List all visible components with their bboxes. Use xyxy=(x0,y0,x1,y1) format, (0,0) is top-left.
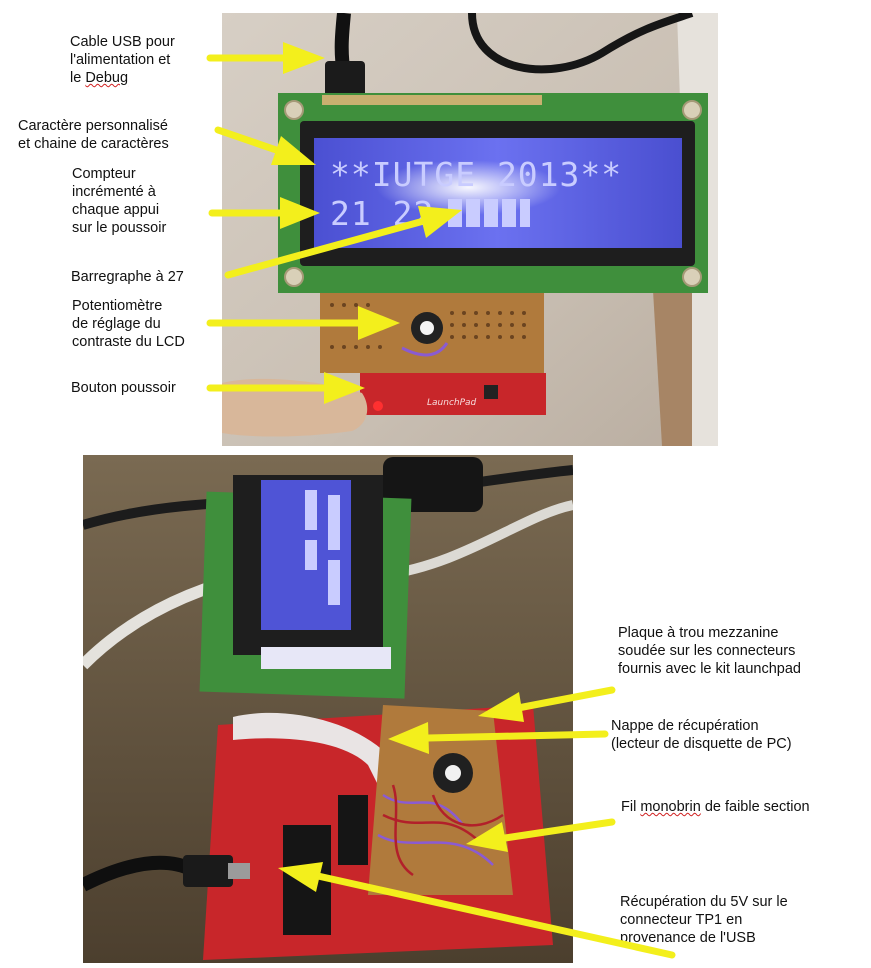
pcb-hole xyxy=(682,100,702,120)
label-word: Fil xyxy=(621,799,641,815)
arrow-caractere xyxy=(214,126,286,156)
lcd-backlight-strip xyxy=(261,647,391,669)
pcb-hole xyxy=(284,100,304,120)
label-bouton: Bouton poussoir xyxy=(71,379,176,397)
arrow-head xyxy=(418,206,462,238)
label-fil: Fil monobrin de faible section xyxy=(621,798,810,816)
arrow-nappe xyxy=(424,730,609,742)
label-line: Nappe de récupération xyxy=(611,718,759,734)
camera-flash xyxy=(314,138,682,248)
top-photo-scene: **IUTGE 2013** 21 22 LaunchPad xyxy=(222,13,718,446)
white-cable-right xyxy=(382,500,573,580)
arrow-head xyxy=(478,692,524,722)
black-cable-loop xyxy=(468,13,694,74)
label-recuperation: Récupération du 5V sur le connecteur TP1… xyxy=(620,893,788,947)
label-plaque: Plaque à trou mezzanine soudée sur les c… xyxy=(618,624,801,678)
usb-connector xyxy=(228,863,250,879)
arrow-head xyxy=(280,197,320,229)
potentiometer-knob xyxy=(420,321,434,335)
label-word: le xyxy=(70,70,86,86)
label-line: contraste du LCD xyxy=(72,334,185,350)
perfboard xyxy=(368,705,513,895)
usb-plug xyxy=(325,61,365,97)
arrow-head xyxy=(324,372,365,404)
arrow-head xyxy=(466,822,508,852)
arrow-head xyxy=(388,722,429,754)
label-line: chaque appui xyxy=(72,202,160,218)
pcb-hole xyxy=(284,267,304,287)
label-line: provenance de l'USB xyxy=(620,930,756,946)
label-line: le Debug xyxy=(70,69,175,87)
label-word: de faible section xyxy=(700,799,810,815)
ribbon-cable xyxy=(233,712,403,795)
header-pins xyxy=(322,95,542,105)
arrow-barregraphe xyxy=(224,218,424,279)
label-line: (lecteur de disquette de PC) xyxy=(611,736,792,752)
label-barregraphe: Barregraphe à 27 xyxy=(71,268,184,286)
lcd-line-1: **IUTGE 2013** xyxy=(330,155,622,194)
arrow-head xyxy=(358,306,400,340)
label-line: Potentiomètre xyxy=(72,298,163,314)
label-line: Bouton poussoir xyxy=(71,380,176,396)
label-nappe: Nappe de récupération (lecteur de disque… xyxy=(611,717,792,753)
label-line: Caractère personnalisé xyxy=(18,118,168,134)
wood-bracket xyxy=(652,263,692,446)
red-led xyxy=(373,401,383,411)
label-line: Compteur xyxy=(72,166,136,182)
arrow-head xyxy=(271,136,316,165)
header-connector xyxy=(338,795,368,865)
perfboard-holes xyxy=(330,303,526,349)
label-line: sur le poussoir xyxy=(72,220,167,236)
label-compteur: Compteur incrémenté à chaque appui sur l… xyxy=(72,165,166,237)
arrow-fil xyxy=(501,818,616,842)
label-line: Récupération du 5V sur le xyxy=(620,894,788,910)
lcd-rotated-text xyxy=(305,490,340,605)
potentiometer-knob xyxy=(445,765,461,781)
label-line: Cable USB pour xyxy=(70,34,175,50)
label-potentiometre: Potentiomètre de réglage du contraste du… xyxy=(72,297,185,351)
arrow-recuperation xyxy=(314,872,676,959)
ferrite-core xyxy=(383,457,483,512)
label-word-debug: Debug xyxy=(85,70,129,86)
label-line: connecteur TP1 en xyxy=(620,912,743,928)
usb-plug xyxy=(183,855,233,887)
top-photo: **IUTGE 2013** 21 22 LaunchPad xyxy=(222,13,718,446)
label-line: de réglage du xyxy=(72,316,161,332)
label-line: l'alimentation et xyxy=(70,52,171,68)
label-line: incrémenté à xyxy=(72,184,156,200)
pcb-hole xyxy=(682,267,702,287)
arrow-head xyxy=(283,42,325,74)
launchpad-brand: LaunchPad xyxy=(427,398,477,408)
arrow-head xyxy=(278,862,323,892)
label-line: fournis avec le kit launchpad xyxy=(618,661,801,677)
label-cable-usb: Cable USB pour l'alimentation et le Debu… xyxy=(70,33,175,87)
label-line: Barregraphe à 27 xyxy=(71,269,184,285)
label-line: soudée sur les connecteurs xyxy=(618,643,796,659)
purple-wire xyxy=(401,342,449,357)
launchpad-board xyxy=(360,373,546,415)
label-line: Plaque à trou mezzanine xyxy=(618,625,779,641)
push-button xyxy=(484,385,498,399)
label-line: et chaine de caractères xyxy=(18,136,169,152)
label-word-monobrin: monobrin xyxy=(640,799,701,815)
jumper-wires xyxy=(377,784,504,877)
label-line: Fil monobrin de faible section xyxy=(621,798,810,816)
label-caractere: Caractère personnalisé et chaine de cara… xyxy=(18,117,169,153)
arrow-plaque xyxy=(514,686,616,712)
